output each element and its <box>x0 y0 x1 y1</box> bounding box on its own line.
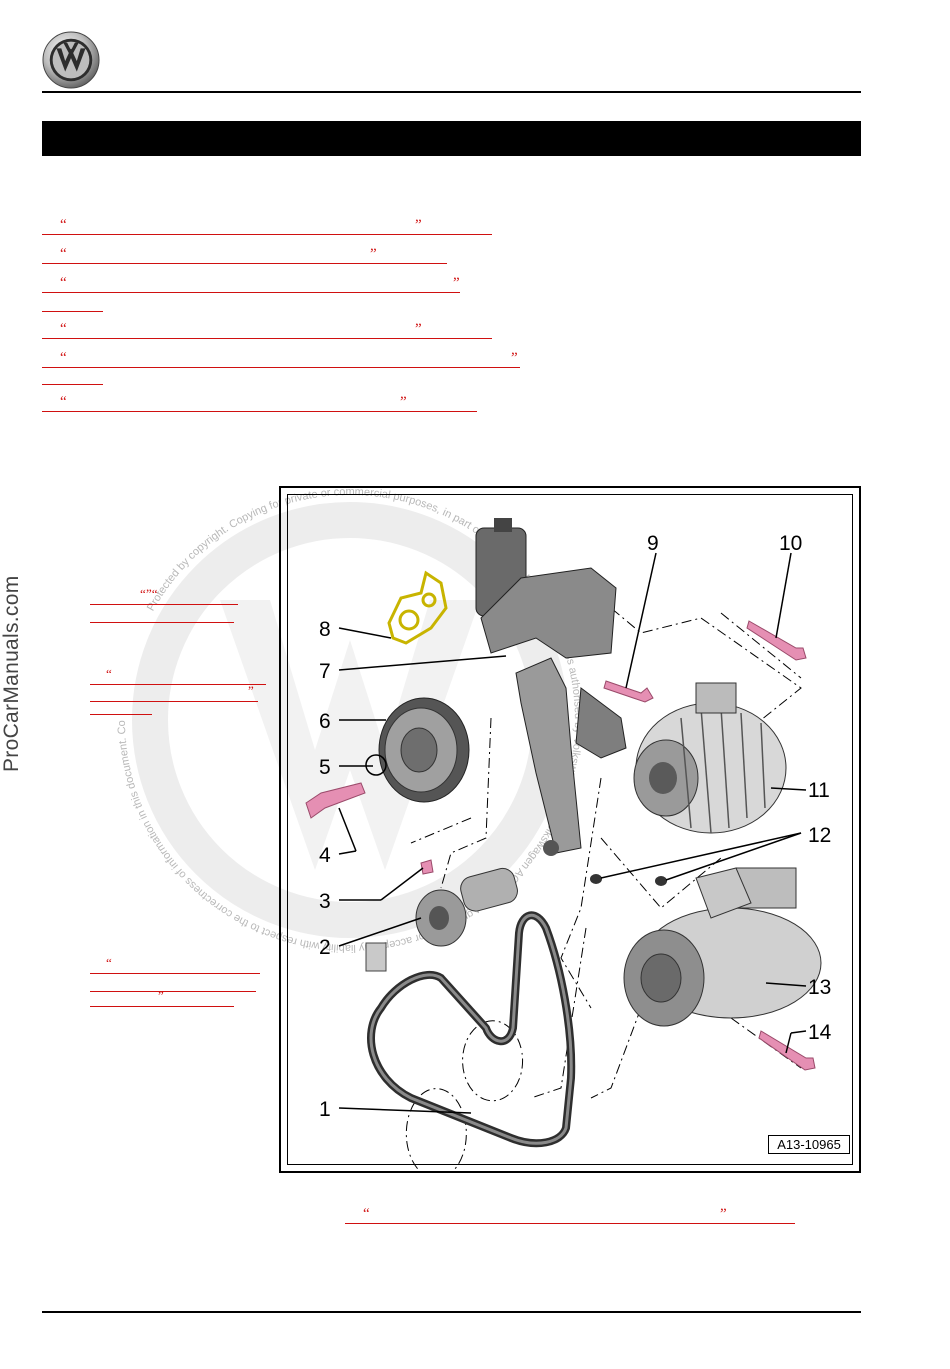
callout-6: 6 <box>319 710 331 733</box>
side-note-link[interactable] <box>90 610 234 623</box>
sidebar-brand-text: ProCarManuals.com <box>0 575 23 773</box>
reference-link[interactable]: “ ” <box>42 394 477 412</box>
figure-frame <box>287 494 853 1165</box>
exploded-view-figure: 1 2 3 4 5 6 7 8 9 10 11 12 13 14 A13-109… <box>279 486 861 1173</box>
quote-close: ” <box>720 1206 727 1222</box>
quote-close: ” <box>370 246 377 262</box>
figure-id: A13-10965 <box>768 1135 850 1154</box>
quote-close: ” <box>248 683 254 698</box>
callout-3: 3 <box>319 890 331 913</box>
quote-open: “ <box>60 217 67 233</box>
reference-link[interactable]: “ ” <box>42 246 447 264</box>
quote-open: “ <box>106 666 112 681</box>
gasket-part <box>387 570 448 645</box>
serpentine-belt-part <box>367 911 576 1148</box>
nut-parts <box>590 874 667 886</box>
callout-14: 14 <box>808 1021 832 1044</box>
callout-5: 5 <box>319 756 331 779</box>
footer-rule <box>42 1311 861 1313</box>
quote-close: ”“ <box>146 586 158 601</box>
side-note-link[interactable] <box>90 702 152 715</box>
callout-7: 7 <box>319 660 331 683</box>
quote-close: ” <box>158 988 164 1003</box>
callout-8: 8 <box>319 618 331 641</box>
reference-link[interactable]: “ ” <box>42 217 492 235</box>
quote-close: ” <box>511 350 518 366</box>
quote-open: “ <box>60 275 67 291</box>
callout-2: 2 <box>319 936 331 959</box>
side-note-link[interactable]: ” <box>90 683 258 702</box>
callout-1: 1 <box>319 1098 331 1121</box>
reference-link-bottom[interactable]: “ ” <box>345 1206 795 1224</box>
serpentine-belt-highlight <box>369 914 573 1145</box>
quote-open: “ <box>60 350 67 366</box>
quote-close: ” <box>415 321 422 337</box>
quote-close: ” <box>453 275 460 291</box>
callout-4: 4 <box>319 844 331 867</box>
quote-close: ” <box>400 394 407 410</box>
reference-link-wrap[interactable] <box>42 370 103 385</box>
reference-link[interactable]: “ ” <box>42 275 460 293</box>
vw-logo-icon <box>42 31 100 89</box>
header-rule <box>42 91 861 93</box>
callout-9: 9 <box>647 532 659 555</box>
quote-open: “ <box>60 321 67 337</box>
reference-link[interactable]: “ ” <box>42 321 492 339</box>
side-note-link[interactable]: “ ”“ <box>90 586 238 605</box>
side-note-link[interactable]: ” <box>90 988 234 1007</box>
side-note-link[interactable]: “ <box>90 666 266 685</box>
side-note-link[interactable] <box>90 979 256 992</box>
callout-12: 12 <box>808 824 831 847</box>
ac-compressor-part <box>623 867 822 1027</box>
alternator-part <box>633 682 787 834</box>
tensioner-part <box>365 867 518 972</box>
reference-link-wrap[interactable] <box>42 297 103 312</box>
title-band <box>42 121 861 156</box>
callout-10: 10 <box>779 532 802 555</box>
reference-link[interactable]: “ ” <box>42 350 520 368</box>
quote-close: ” <box>415 217 422 233</box>
callout-13: 13 <box>808 976 831 999</box>
quote-open: “ <box>363 1206 370 1222</box>
quote-open: “ <box>60 394 67 410</box>
pulley-part <box>365 697 470 803</box>
quote-open: “ <box>106 955 112 970</box>
oil-filter-housing-part <box>475 518 627 856</box>
side-note-link[interactable]: “ <box>90 955 260 974</box>
quote-open: “ <box>60 246 67 262</box>
figure-drawing: 1 2 3 4 5 6 7 8 9 10 11 12 13 14 <box>305 518 832 1171</box>
quote-open: “ <box>140 586 146 601</box>
callout-11: 11 <box>808 779 830 802</box>
